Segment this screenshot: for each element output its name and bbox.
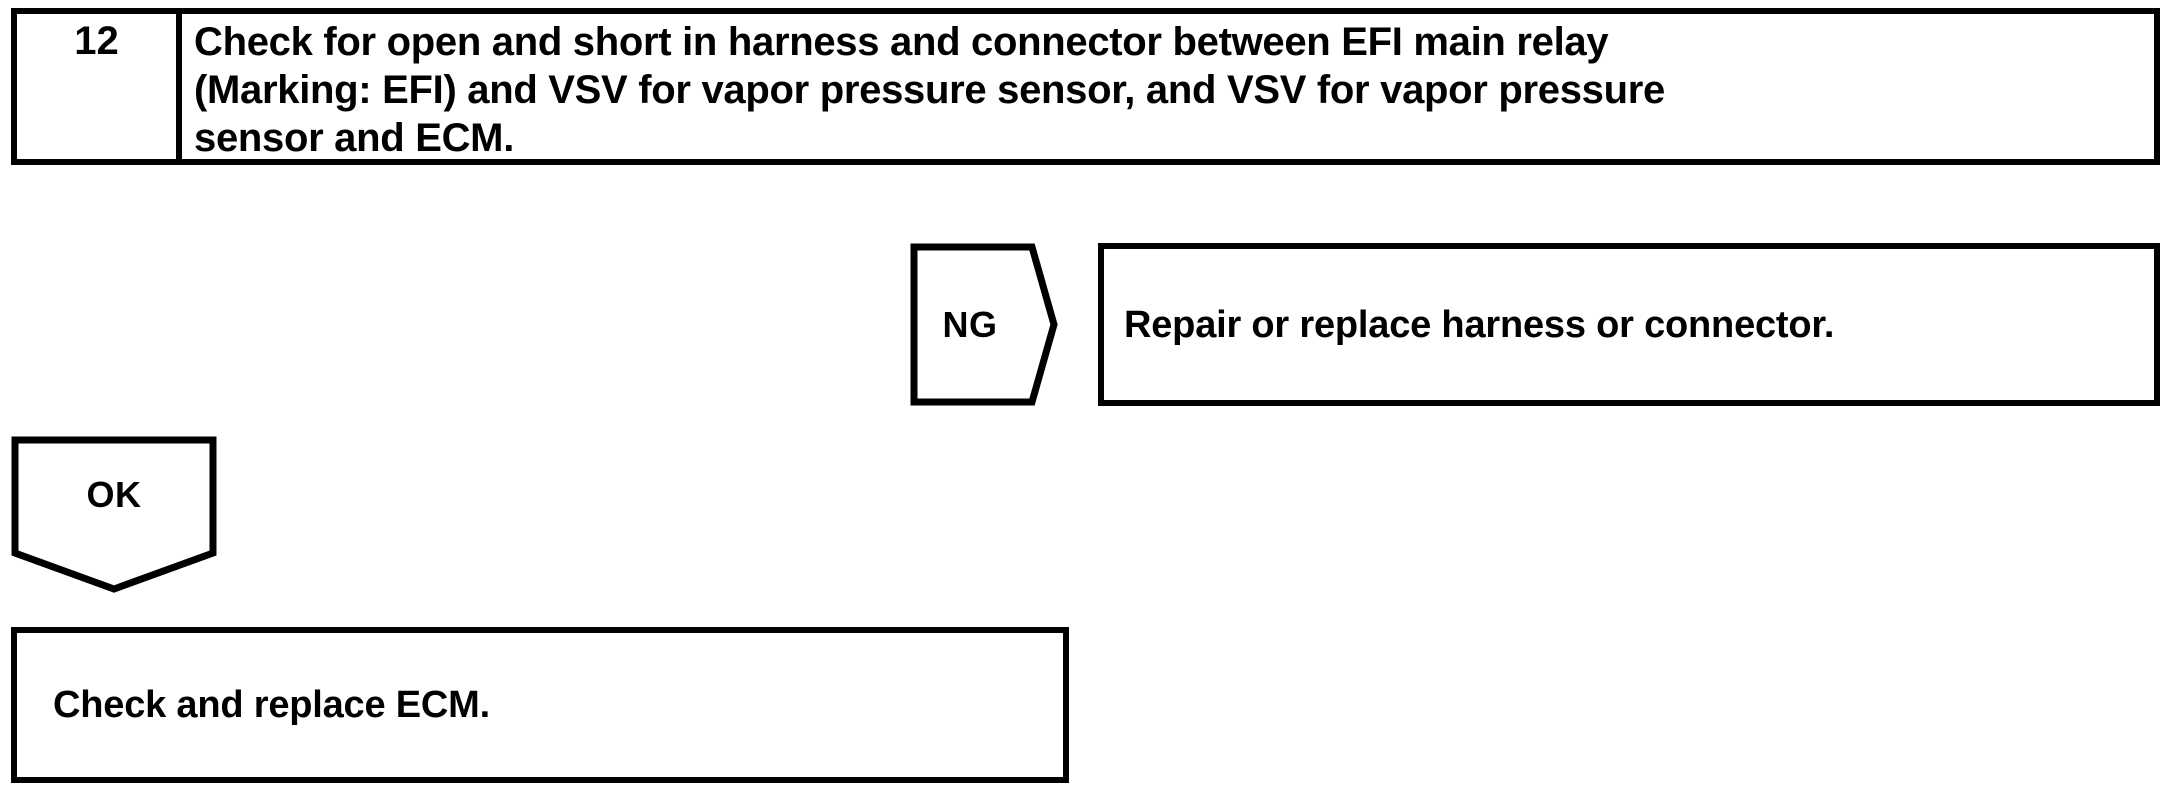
ok-branch-arrow-icon <box>11 436 217 593</box>
ng-branch-arrow-icon <box>910 243 1058 406</box>
step-description-cell: Check for open and short in harness and … <box>182 14 2154 160</box>
step-description: Check for open and short in harness and … <box>194 20 1665 160</box>
ok-result-box: Check and replace ECM. <box>11 627 1069 783</box>
step-number-cell: 12 <box>17 14 182 159</box>
step-table: 12 Check for open and short in harness a… <box>11 8 2160 165</box>
ng-result-text: Repair or replace harness or connector. <box>1124 303 1835 346</box>
step-number: 12 <box>74 19 119 63</box>
ok-branch-label: OK <box>86 473 142 515</box>
ng-result-box: Repair or replace harness or connector. <box>1098 243 2160 406</box>
ng-branch-label: NG <box>942 303 998 345</box>
ok-result-text: Check and replace ECM. <box>53 684 490 726</box>
